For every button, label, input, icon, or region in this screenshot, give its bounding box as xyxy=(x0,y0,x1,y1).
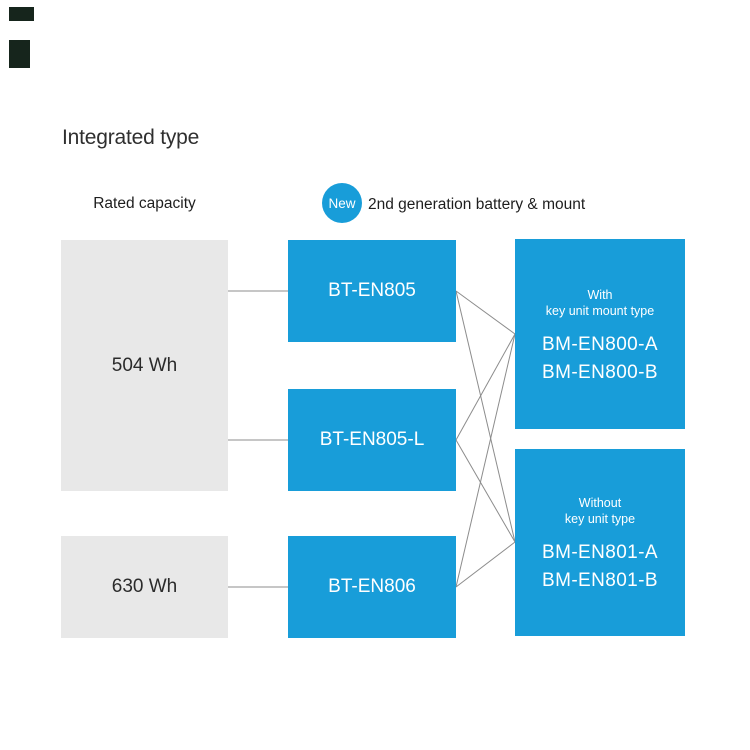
connector-line xyxy=(455,333,516,441)
mount-box-with-key-unit: With key unit mount type BM-EN800-A BM-E… xyxy=(515,239,685,429)
mount-subtitle-line2: key unit mount type xyxy=(545,304,655,318)
connector-line xyxy=(455,290,516,335)
column-header-generation: 2nd generation battery & mount xyxy=(368,196,586,213)
battery-box-bt-en805: BT-EN805 xyxy=(288,240,456,342)
page-title: Integrated type xyxy=(62,126,200,149)
connector-line xyxy=(455,290,516,543)
battery-label: BT-EN806 xyxy=(328,576,416,597)
mount-model: BM-EN800-A xyxy=(542,334,658,355)
mount-box-without-key-unit: Without key unit type BM-EN801-A BM-EN80… xyxy=(515,449,685,636)
mount-subtitle-line1: Without xyxy=(578,496,622,510)
mount-model-list: BM-EN800-A BM-EN800-B xyxy=(542,331,658,387)
corner-mark xyxy=(9,40,30,68)
mount-model-list: BM-EN801-A BM-EN801-B xyxy=(542,539,658,595)
capacity-box-504wh: 504 Wh xyxy=(61,240,228,491)
connector-line xyxy=(455,541,516,588)
connector-line xyxy=(455,333,516,588)
capacity-label: 504 Wh xyxy=(111,354,178,376)
new-badge: New xyxy=(322,183,362,223)
battery-label: BT-EN805-L xyxy=(319,429,425,450)
mount-model: BM-EN801-B xyxy=(542,570,658,591)
mount-model: BM-EN800-B xyxy=(542,362,658,383)
battery-label: BT-EN805 xyxy=(328,280,416,301)
battery-box-bt-en806: BT-EN806 xyxy=(288,536,456,638)
column-header-rated-capacity: Rated capacity xyxy=(93,195,196,212)
mount-subtitle-line2: key unit type xyxy=(564,512,636,526)
mount-model: BM-EN801-A xyxy=(542,542,658,563)
capacity-box-630wh: 630 Wh xyxy=(61,536,228,638)
mount-subtitle-line1: With xyxy=(587,288,613,302)
corner-mark xyxy=(9,7,34,21)
capacity-label: 630 Wh xyxy=(111,576,178,597)
connector-line xyxy=(455,439,516,543)
battery-box-bt-en805-l: BT-EN805-L xyxy=(288,389,456,491)
new-badge-label: New xyxy=(328,195,356,211)
